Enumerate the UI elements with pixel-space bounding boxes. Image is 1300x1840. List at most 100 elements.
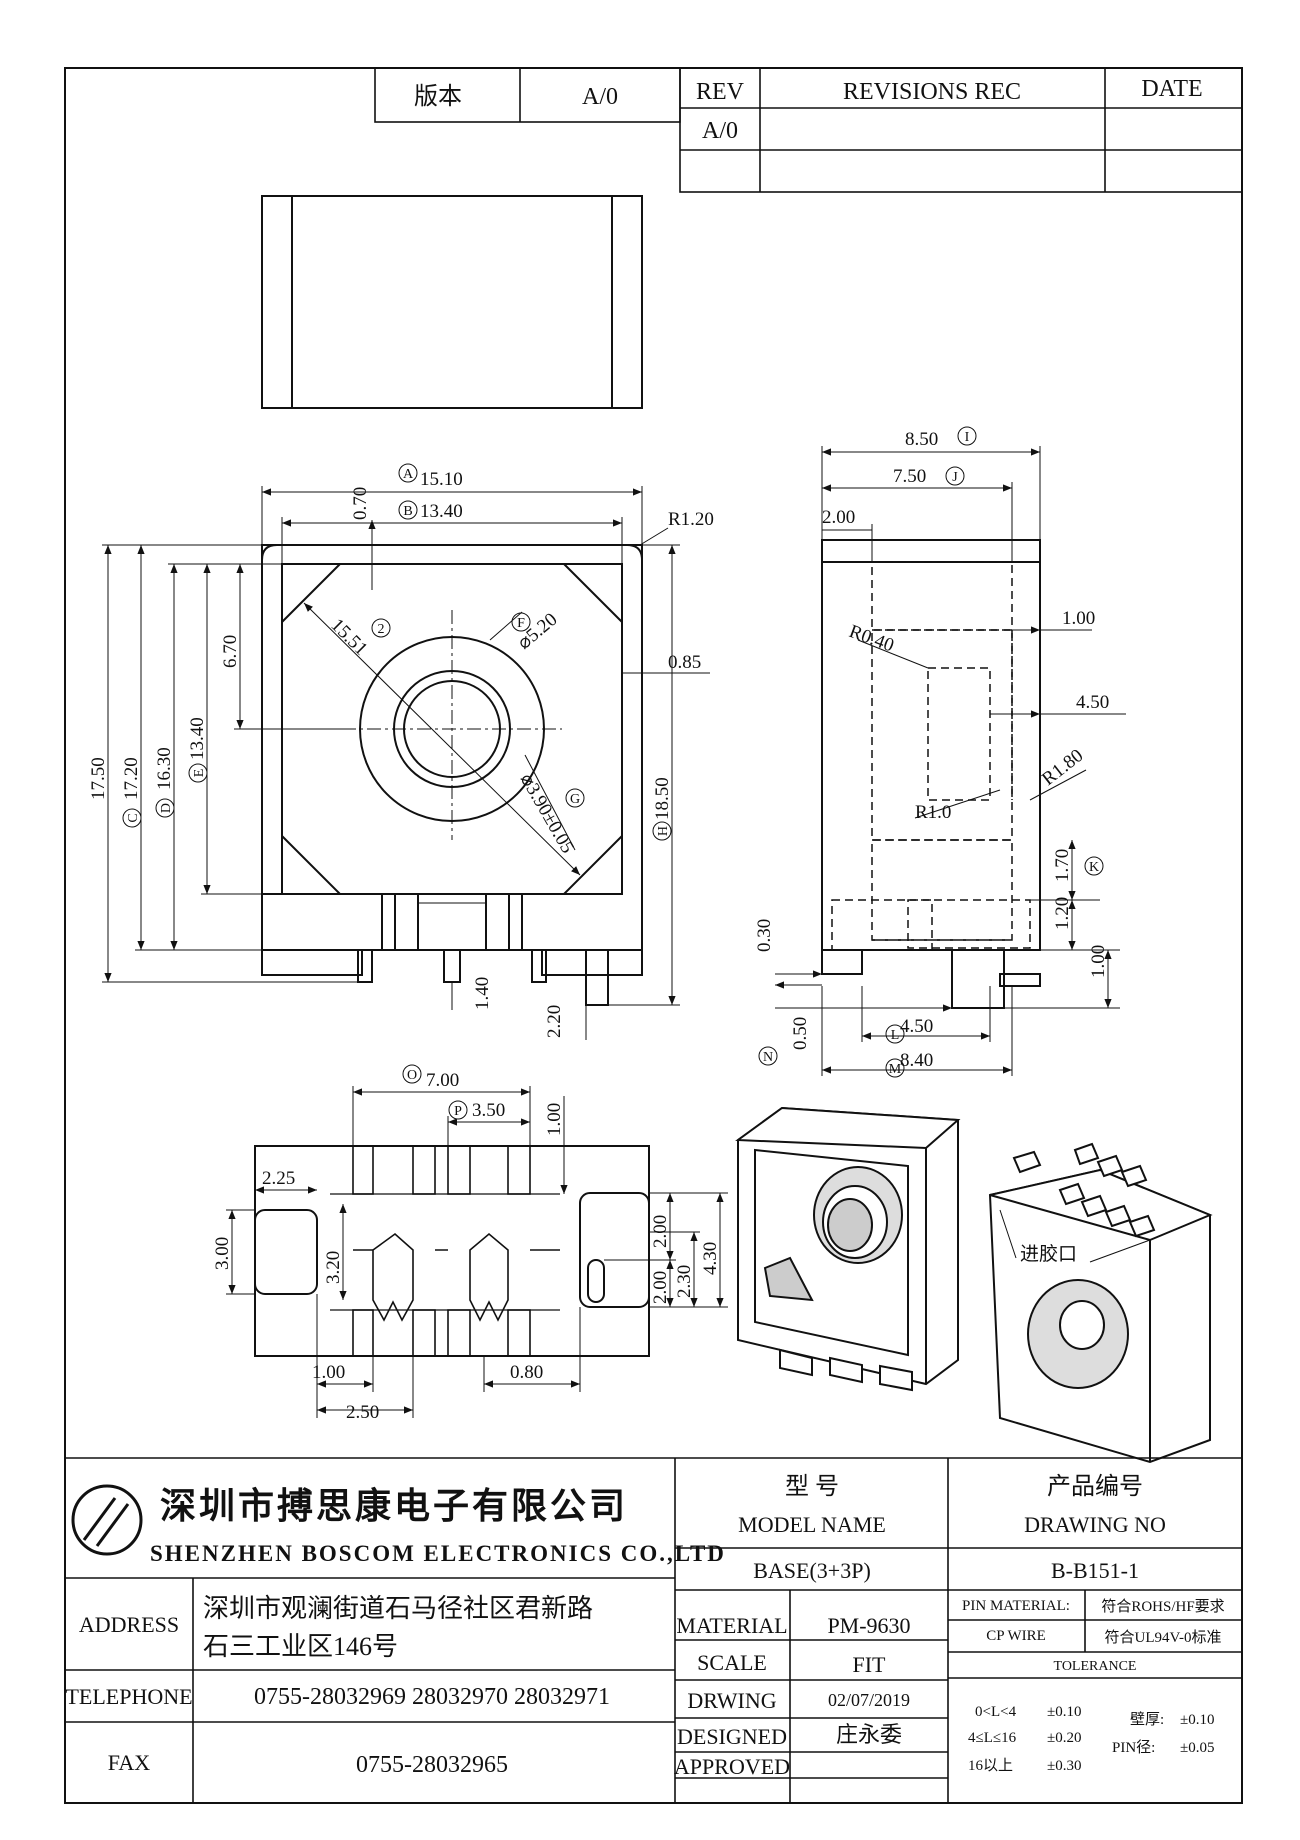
tol-2-range: 4≤L≤16: [968, 1730, 1017, 1746]
dim-diag: 15.51: [326, 615, 371, 660]
iso-view-front: [735, 1106, 961, 1392]
dim-R10: R1.0: [915, 802, 951, 823]
label-J: J: [952, 470, 958, 485]
front-view-dimensions: [102, 486, 710, 1040]
label-G: G: [570, 792, 580, 807]
dim-P: 3.50: [472, 1100, 505, 1121]
rev-row-1: A/0: [702, 118, 738, 144]
dim-250: 2.50: [346, 1402, 379, 1423]
model-label-cn: 型 号: [785, 1473, 839, 1500]
dim-450: 4.50: [1076, 692, 1109, 713]
dim-E: 13.40: [187, 717, 208, 760]
dim-100-side: 1.00: [1088, 945, 1109, 978]
ul-note: 符合UL94V-0标准: [1105, 1629, 1222, 1646]
drawing-no: B-B151-1: [1051, 1558, 1139, 1583]
designer: 庄永委: [836, 1722, 902, 1747]
dim-430: 4.30: [700, 1242, 721, 1275]
company-logo: [71, 1484, 143, 1556]
material-label: MATERIAL: [676, 1613, 787, 1638]
pin-material-label: PIN MATERIAL:: [962, 1598, 1070, 1614]
tolerance-label: TOLERANCE: [1054, 1659, 1137, 1674]
tol-1-range: 0<L<4: [975, 1704, 1017, 1720]
dim-170: 1.70: [1052, 849, 1073, 882]
front-view-labels: A B C D E F G H 2: [122, 463, 672, 841]
dim-030: 0.30: [754, 919, 775, 952]
revision-header: [374, 67, 1243, 193]
version-label: 版本: [414, 83, 462, 110]
designed-label: DESIGNED: [677, 1724, 787, 1749]
label-I: I: [965, 430, 970, 445]
dim-100-b: 1.00: [544, 1103, 565, 1136]
telephone-label: TELEPHONE: [65, 1684, 192, 1709]
model-label-en: MODEL NAME: [738, 1512, 886, 1537]
label-C: C: [126, 813, 141, 822]
dim-M: 8.40: [900, 1050, 933, 1071]
drawing-date: 02/07/2019: [828, 1690, 910, 1710]
label-A: A: [403, 467, 414, 482]
dim-670: 6.70: [220, 635, 241, 668]
gate-callout: [999, 1209, 1151, 1263]
iso-view-back: [988, 1142, 1213, 1464]
dim-140: 1.40: [472, 977, 493, 1010]
dim-D: 16.30: [154, 747, 175, 790]
tol-3-value: ±0.30: [1047, 1758, 1081, 1774]
dim-080: 0.80: [510, 1362, 543, 1383]
dim-1750: 17.50: [88, 757, 109, 800]
dim-gap: 0.70: [350, 487, 371, 520]
side-view-texts: 8.50 7.50 2.00 1.00 R0.40 4.50 R1.80 R1.…: [754, 426, 1109, 1078]
company-name-cn: 深圳市搏思康电子有限公司: [160, 1485, 628, 1526]
label-D: D: [159, 803, 174, 813]
company-name-en: SHENZHEN BOSCOM ELECTRONICS CO.,LTD: [150, 1541, 726, 1566]
scale-label: SCALE: [697, 1650, 767, 1675]
dim-I: 8.50: [905, 429, 938, 450]
dim-200b: 2.00: [650, 1271, 671, 1304]
dim-220: 2.20: [544, 1005, 565, 1038]
dim-A: 15.10: [420, 469, 463, 490]
tol-3-range: 16以上: [968, 1757, 1013, 1774]
scale-value: FIT: [853, 1652, 887, 1677]
label-O: O: [407, 1068, 417, 1083]
top-view: [261, 195, 643, 409]
label-L: L: [891, 1028, 900, 1043]
pin-dia-label: PIN径:: [1112, 1739, 1155, 1756]
pin-material-value: CP WIRE: [986, 1628, 1046, 1644]
fax-label: FAX: [108, 1750, 150, 1775]
dim-320: 3.20: [323, 1251, 344, 1284]
rohs-note: 符合ROHS/HF要求: [1101, 1598, 1224, 1615]
material-value: PM-9630: [827, 1613, 910, 1638]
drawing-label-cn: 产品编号: [1047, 1473, 1143, 1500]
dim-C: 17.20: [121, 757, 142, 800]
date-label: DATE: [1141, 76, 1202, 102]
dim-050: 0.50: [790, 1017, 811, 1050]
model-name: BASE(3+3P): [753, 1558, 871, 1583]
address-line1: 深圳市观澜街道石马径社区君新路: [203, 1594, 593, 1623]
dim-200a: 2.00: [650, 1215, 671, 1248]
dim-R180: R1.80: [1038, 745, 1087, 790]
front-view: [261, 544, 643, 1006]
dim-H: 18.50: [652, 777, 673, 820]
label-M: M: [889, 1062, 902, 1077]
dim-225: 2.25: [262, 1168, 295, 1189]
dim-120: 1.20: [1052, 897, 1073, 930]
dim-L: 4.50: [900, 1016, 933, 1037]
side-view-dimensions: [775, 446, 1126, 1076]
telephone-value: 0755-28032969 28032970 28032971: [254, 1684, 610, 1710]
dim-R: R1.20: [668, 509, 714, 530]
front-view-texts: 15.10 13.40 0.70 R1.20 17.50 17.20 16.30…: [88, 469, 714, 1038]
dim-G: ⌀3.90±0.05: [516, 770, 578, 857]
dim-O: 7.00: [426, 1070, 459, 1091]
pin-dia-value: ±0.05: [1180, 1740, 1214, 1756]
dim-200: 2.00: [822, 507, 855, 528]
dim-100-top: 1.00: [1062, 608, 1095, 629]
title-block-grid: [65, 1457, 1242, 1803]
dim-100-bot: 1.00: [312, 1362, 345, 1383]
bottom-view: [254, 1145, 650, 1357]
drawing-label-en: DRAWING NO: [1024, 1512, 1166, 1537]
dim-B: 13.40: [420, 501, 463, 522]
bottom-view-dimensions: [226, 1086, 728, 1418]
drawing-date-label: DRWING: [687, 1688, 776, 1713]
rev-label: REV: [696, 79, 745, 105]
wall-value: ±0.10: [1180, 1712, 1214, 1728]
dim-300: 3.00: [212, 1237, 233, 1270]
label-H: H: [656, 826, 671, 836]
